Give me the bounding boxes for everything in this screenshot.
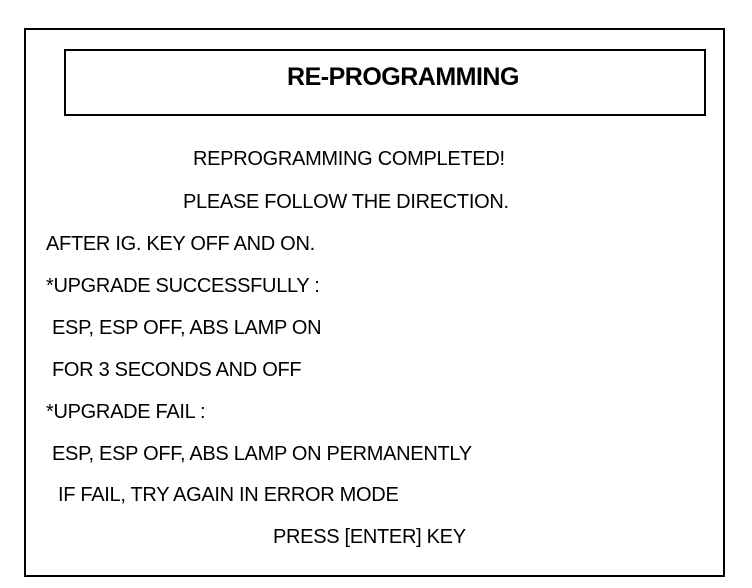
fail-detail-line1: ESP, ESP OFF, ABS LAMP ON PERMANENTLY — [52, 443, 472, 465]
success-detail-line1: ESP, ESP OFF, ABS LAMP ON — [52, 317, 322, 339]
fail-heading: *UPGRADE FAIL : — [46, 401, 206, 423]
follow-direction-message: PLEASE FOLLOW THE DIRECTION. — [183, 191, 509, 213]
press-enter-prompt: PRESS [ENTER] KEY — [273, 526, 466, 548]
screen-frame — [24, 28, 725, 577]
completed-message: REPROGRAMMING COMPLETED! — [193, 148, 505, 170]
title-box: RE-PROGRAMMING — [64, 49, 706, 116]
fail-detail-line2: IF FAIL, TRY AGAIN IN ERROR MODE — [58, 484, 399, 506]
after-key-instruction: AFTER IG. KEY OFF AND ON. — [46, 233, 315, 255]
page-title: RE-PROGRAMMING — [287, 63, 519, 91]
success-heading: *UPGRADE SUCCESSFULLY : — [46, 275, 320, 297]
success-detail-line2: FOR 3 SECONDS AND OFF — [52, 359, 302, 381]
